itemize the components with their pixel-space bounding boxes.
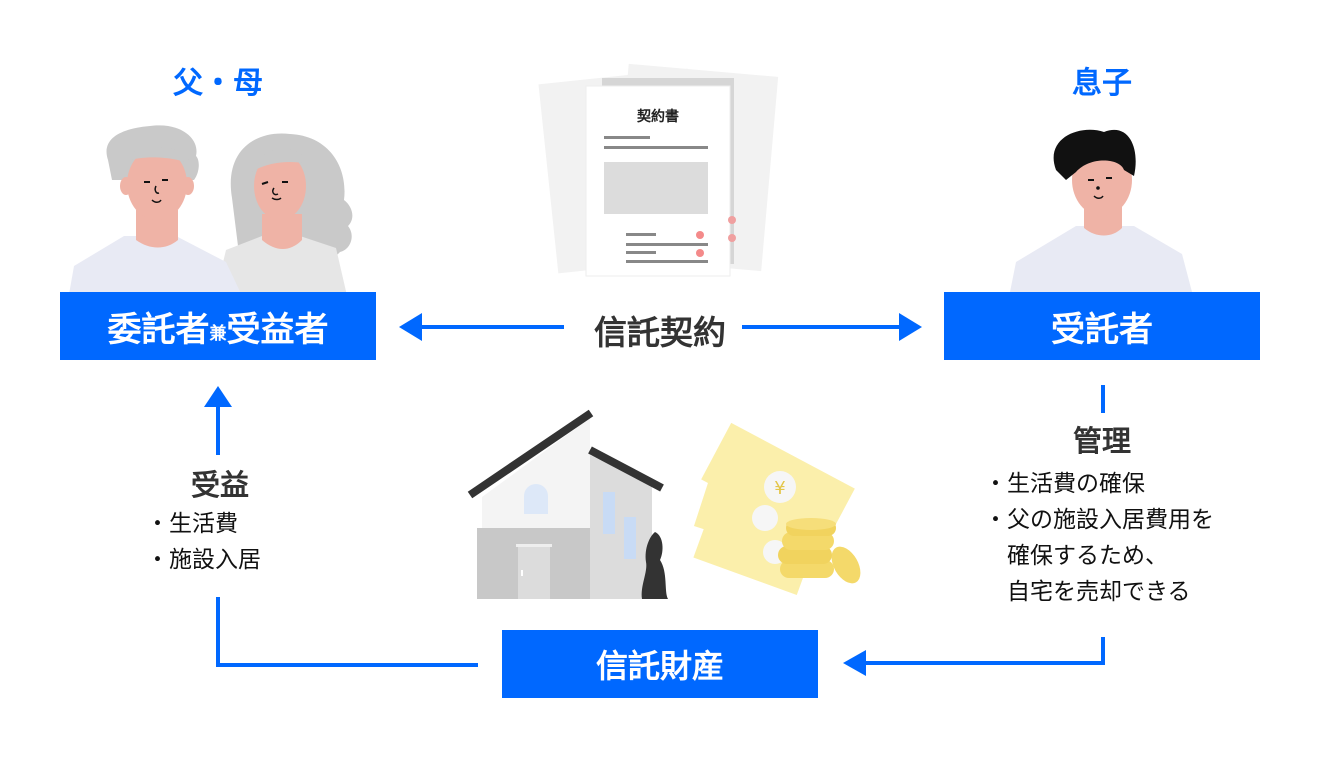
- management-heading: 管理: [1072, 424, 1131, 458]
- son-illustration: [1010, 129, 1192, 292]
- trustee-box: 受託者: [944, 292, 1260, 360]
- joiner-label: 兼: [209, 323, 227, 344]
- arrow-right-icon: [899, 313, 922, 341]
- management-item: ・生活費の確保: [984, 471, 1145, 497]
- management-item: 確保するため、: [984, 543, 1168, 569]
- contract-document-title: 契約書: [637, 109, 679, 125]
- house-illustration: [467, 409, 668, 599]
- benefit-item: ・施設入居: [146, 547, 261, 573]
- money-illustration: ¥: [693, 422, 861, 596]
- trust-property-box: 信託財産: [502, 630, 818, 698]
- management-item: ・父の施設入居費用を: [984, 507, 1214, 533]
- arrow-left-icon: [843, 650, 866, 676]
- management-item: 自宅を売却できる: [984, 579, 1191, 605]
- benefit-item: ・生活費: [146, 511, 238, 537]
- beneficiary-label: 受益者: [226, 309, 329, 350]
- arrow-up-icon: [204, 386, 232, 407]
- father-figure: [68, 125, 244, 300]
- benefit-arrow: [204, 386, 478, 667]
- coin-stack: [778, 518, 836, 578]
- arrow-left-icon: [399, 313, 422, 341]
- parents-illustration: [68, 125, 353, 300]
- trust-contract-label: 信託契約: [594, 313, 726, 352]
- contract-arrow: [399, 313, 922, 341]
- svg-text:¥: ¥: [774, 478, 785, 499]
- settlor-label: 委託者: [107, 309, 210, 350]
- mother-figure: [214, 133, 353, 300]
- management-list: ・生活費の確保 ・父の施設入居費用を 確保するため、 自宅を売却できる: [984, 466, 1214, 610]
- son-title: 息子: [1072, 66, 1132, 101]
- settlor-beneficiary-box: 委託者兼受益者: [60, 292, 376, 360]
- benefit-heading: 受益: [190, 468, 249, 502]
- management-arrow: [843, 385, 1105, 676]
- parents-title: 父・母: [173, 66, 263, 101]
- contract-documents-illustration: [538, 63, 779, 277]
- benefit-list: ・生活費 ・施設入居: [146, 506, 261, 578]
